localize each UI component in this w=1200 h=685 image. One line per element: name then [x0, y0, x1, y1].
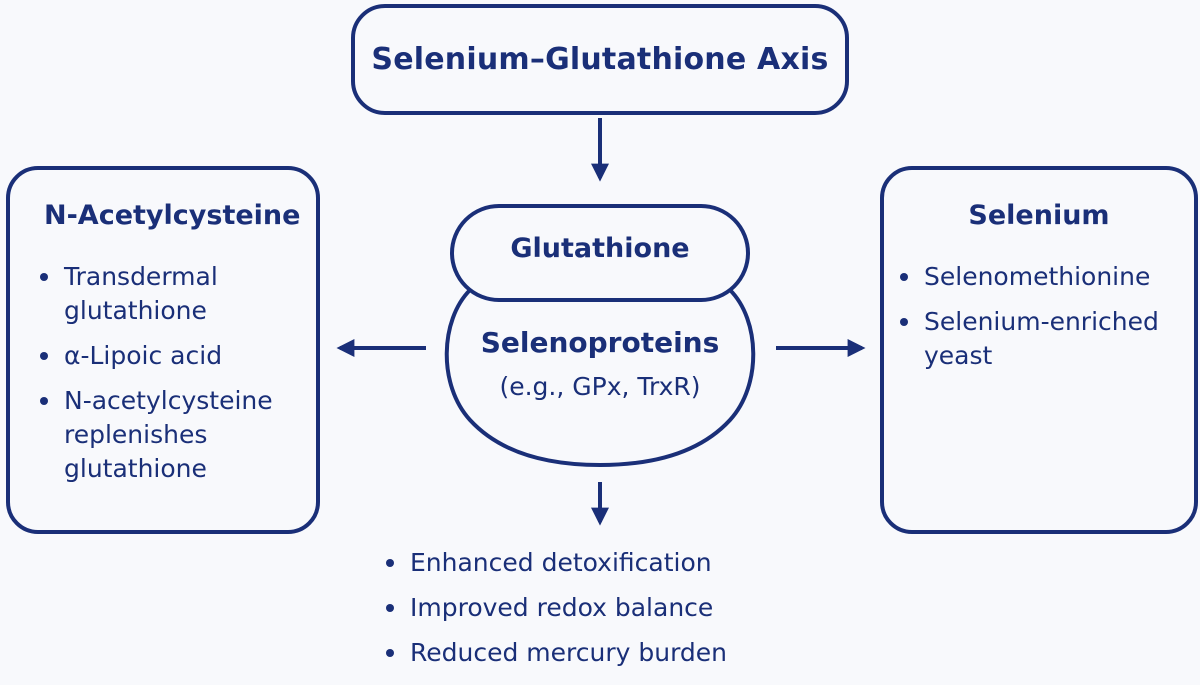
n-acetylcysteine-panel: N-Acetylcysteine Transdermal glutathione…	[6, 166, 320, 534]
title-node: Selenium–Glutathione Axis	[351, 4, 849, 115]
list-item-text: N-acetylcysteine replenishes glutathione	[64, 386, 273, 483]
left-panel-heading: N-Acetylcysteine	[44, 200, 301, 231]
selenium-panel: Selenium Selenomethionine Selenium-enric…	[880, 166, 1198, 534]
outcome-text: Improved redox balance	[410, 593, 714, 622]
list-item: Selenomethionine	[898, 260, 1198, 294]
glutathione-node	[450, 204, 750, 302]
list-item: Reduced mercury burden	[384, 636, 844, 670]
list-item-text: Selenium-enriched yeast	[924, 307, 1159, 370]
list-item: α-Lipoic acid	[38, 339, 318, 373]
bullet-icon	[40, 352, 48, 360]
list-item: N-acetylcysteine replenishes glutathione	[38, 384, 318, 486]
outcome-text: Reduced mercury burden	[410, 638, 728, 667]
bullet-icon	[386, 604, 394, 612]
selenoproteins-examples: (e.g., GPx, TrxR)	[499, 372, 701, 401]
bullet-icon	[900, 273, 908, 281]
list-item: Enhanced detoxification	[384, 546, 844, 580]
right-panel-heading: Selenium	[968, 200, 1110, 231]
selenoproteins-node	[444, 288, 756, 468]
selenoproteins-label: Selenoproteins	[480, 326, 720, 359]
outcomes-list: Enhanced detoxification Improved redox b…	[384, 546, 844, 681]
bullet-icon	[386, 649, 394, 657]
right-panel-list: Selenomethionine Selenium-enriched yeast	[898, 260, 1198, 384]
bullet-icon	[386, 559, 394, 567]
diagram-title: Selenium–Glutathione Axis	[371, 42, 829, 77]
list-item-text: Transdermal glutathione	[64, 262, 218, 325]
list-item: Improved redox balance	[384, 591, 844, 625]
bullet-icon	[40, 273, 48, 281]
glutathione-label: Glutathione	[510, 233, 690, 264]
bullet-icon	[900, 318, 908, 326]
outcome-text: Enhanced detoxification	[410, 548, 712, 577]
list-item: Selenium-enriched yeast	[898, 305, 1198, 373]
list-item: Transdermal glutathione	[38, 260, 318, 328]
left-panel-list: Transdermal glutathione α-Lipoic acid N-…	[38, 260, 318, 497]
list-item-text: Selenomethionine	[924, 262, 1151, 291]
list-item-text: α-Lipoic acid	[64, 341, 223, 370]
bullet-icon	[40, 397, 48, 405]
